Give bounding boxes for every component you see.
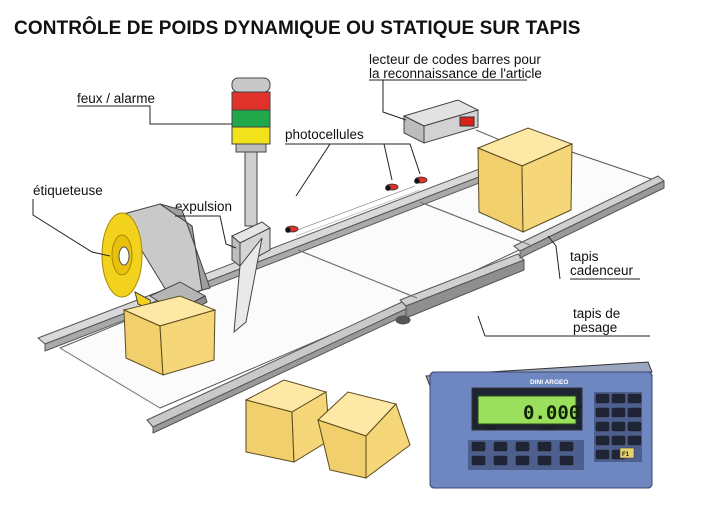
indicator-brand: DINI ARGEO xyxy=(530,379,568,386)
numeric-key xyxy=(611,407,626,418)
numeric-key xyxy=(611,421,626,432)
weighing-belt-label-1: tapis de xyxy=(573,306,621,321)
ejector-icon xyxy=(231,221,271,334)
f1-key-label: F1 xyxy=(622,452,630,458)
numeric-key xyxy=(595,449,610,460)
numeric-key xyxy=(595,421,610,432)
numeric-key xyxy=(595,393,610,404)
function-key xyxy=(559,455,574,466)
lcd-net-label: NET xyxy=(486,426,498,432)
numeric-key xyxy=(611,435,626,446)
numeric-key xyxy=(627,393,642,404)
alarm-light-label: feux / alarme xyxy=(77,91,156,106)
function-key xyxy=(493,455,508,466)
indexing-belt-label-1: tapis xyxy=(570,249,599,264)
function-key xyxy=(471,441,486,452)
numeric-key xyxy=(627,421,642,432)
f1-key xyxy=(619,447,635,459)
function-key xyxy=(515,455,530,466)
lcd-weight-value: 0.000 xyxy=(523,402,580,424)
numeric-key xyxy=(595,407,610,418)
function-key xyxy=(471,455,486,466)
ejector-label: expulsion xyxy=(175,199,233,214)
barcode-reader-label-2: la reconnaissance de l'article xyxy=(369,66,542,81)
labeler-label: étiqueteuse xyxy=(33,183,103,198)
loose-box-1 xyxy=(244,379,331,463)
leader-lines xyxy=(32,79,650,337)
function-key xyxy=(559,441,574,452)
function-key xyxy=(537,441,552,452)
lcd-sub-value: 0.000 xyxy=(540,426,554,432)
function-key xyxy=(515,441,530,452)
photocell-icons xyxy=(285,176,428,237)
barcode-reader-label-1: lecteur de codes barres pour xyxy=(369,52,541,67)
barcode-reader-icon xyxy=(402,99,501,144)
function-key xyxy=(493,441,508,452)
numeric-key xyxy=(611,393,626,404)
box-under-labeler xyxy=(122,295,217,376)
lcd-unit: kg xyxy=(577,404,583,410)
function-key xyxy=(537,455,552,466)
photocells-label: photocellules xyxy=(285,127,364,142)
indicator-keypad xyxy=(471,393,642,466)
indexing-belt-label-2: cadenceur xyxy=(570,263,634,278)
numeric-key xyxy=(627,407,642,418)
box-on-indexing-belt xyxy=(476,127,574,233)
numeric-key xyxy=(595,435,610,446)
diagram-title: CONTRÔLE DE POIDS DYNAMIQUE OU STATIQUE … xyxy=(14,18,581,39)
stack-light-icon xyxy=(231,77,271,227)
numeric-key xyxy=(627,435,642,446)
weighing-belt-label-2: pesage xyxy=(573,320,618,335)
loose-box-2 xyxy=(317,391,411,479)
